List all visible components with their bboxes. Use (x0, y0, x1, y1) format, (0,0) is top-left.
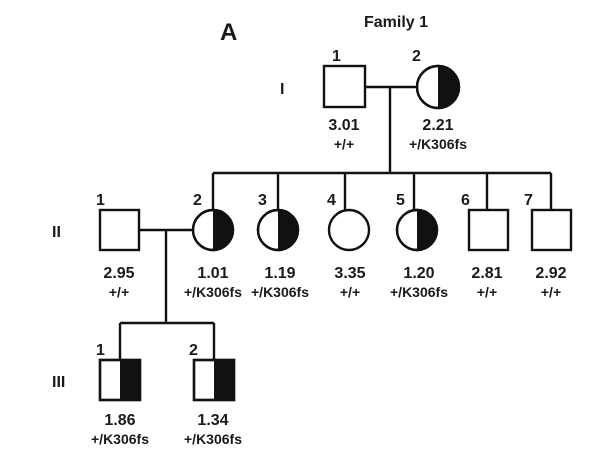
individual-value: 1.19 (264, 265, 295, 282)
individual-II-1: 1 2.95 +/+ (96, 192, 141, 300)
male-unaffected-symbol (467, 208, 510, 252)
individual-id: 1 (96, 342, 105, 359)
individual-id: 1 (332, 48, 341, 65)
individual-I-1: 1 3.01 +/+ (322, 48, 367, 152)
individual-II-7: 7 2.92 +/+ (524, 192, 573, 300)
male-unaffected-symbol (98, 208, 141, 252)
individual-id: 7 (524, 192, 533, 209)
affected-half-fill (417, 210, 437, 250)
male-unaffected-symbol (530, 208, 573, 252)
individual-id: 2 (412, 48, 421, 65)
individual-III-2: 2 1.34 +/K306fs (184, 342, 242, 447)
individual-II-5: 5 1.20 +/K306fs (390, 192, 448, 300)
individual-genotype: +/+ (541, 284, 561, 300)
individual-genotype: +/+ (109, 284, 129, 300)
individual-genotype: +/+ (334, 136, 354, 152)
affected-half-fill (120, 360, 140, 400)
panel-label: A (220, 19, 237, 46)
individual-II-4: 4 3.35 +/+ (327, 192, 371, 300)
individual-value: 3.35 (334, 265, 365, 282)
individual-value: 1.20 (403, 265, 434, 282)
individual-genotype: +/K306fs (91, 431, 149, 447)
individual-value: 2.81 (471, 265, 502, 282)
individual-id: 2 (189, 342, 198, 359)
affected-half-fill (213, 210, 233, 250)
pedigree-title: Family 1 (364, 14, 428, 31)
affected-half-fill (278, 210, 298, 250)
female-unaffected-symbol (327, 208, 371, 252)
individual-value: 2.95 (103, 265, 134, 282)
individual-II-3: 3 1.19 +/K306fs (251, 192, 309, 300)
generation-label-I: I (280, 81, 284, 98)
individual-id: 2 (193, 192, 202, 209)
individual-value: 1.34 (197, 412, 228, 429)
individual-id: 3 (258, 192, 267, 209)
individual-II-6: 6 2.81 +/+ (461, 192, 510, 300)
individual-value: 1.01 (197, 265, 228, 282)
affected-half-fill (438, 66, 459, 108)
individual-value: 1.86 (104, 412, 135, 429)
individual-value: 3.01 (328, 117, 359, 134)
individual-genotype: +/K306fs (251, 284, 309, 300)
individual-genotype: +/K306fs (409, 136, 467, 152)
individual-I-2: 2 2.21 +/K306fs (409, 48, 467, 152)
individual-genotype: +/K306fs (184, 431, 242, 447)
generation-label-III: III (52, 374, 65, 391)
individual-id: 6 (461, 192, 470, 209)
individual-value: 2.21 (422, 117, 453, 134)
individual-id: 5 (396, 192, 405, 209)
individual-genotype: +/+ (477, 284, 497, 300)
individual-value: 2.92 (535, 265, 566, 282)
male-unaffected-symbol (322, 64, 367, 109)
individual-genotype: +/K306fs (184, 284, 242, 300)
individual-id: 1 (96, 192, 105, 209)
individual-id: 4 (327, 192, 336, 209)
individual-II-2: 2 1.01 +/K306fs (184, 192, 242, 300)
individual-genotype: +/K306fs (390, 284, 448, 300)
individual-genotype: +/+ (340, 284, 360, 300)
affected-half-fill (214, 360, 234, 400)
individual-III-1: 1 1.86 +/K306fs (91, 342, 149, 447)
generation-label-II: II (52, 224, 61, 241)
